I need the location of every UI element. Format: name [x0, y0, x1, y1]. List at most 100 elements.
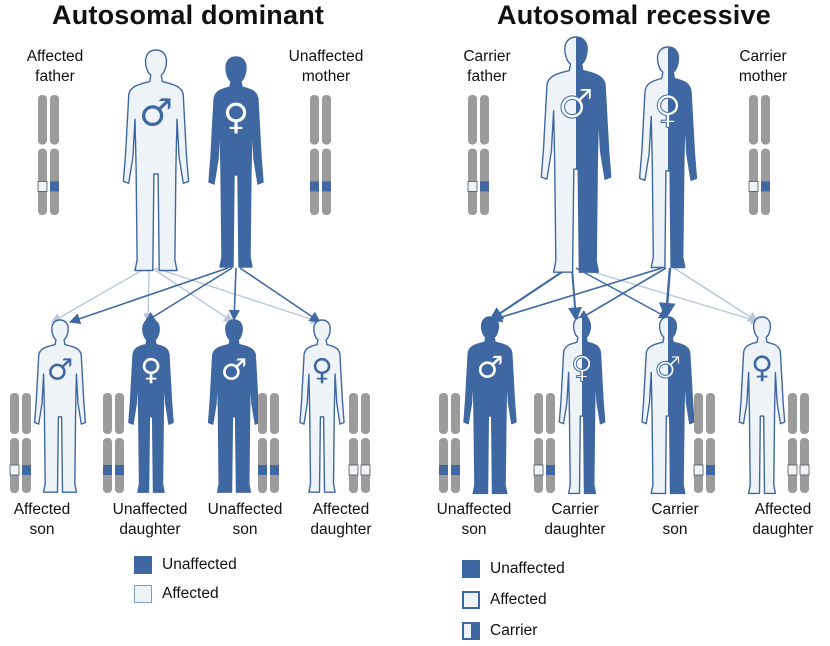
recessive-father-figure: ♂: [540, 36, 612, 273]
female-symbol-icon: ♀: [654, 88, 682, 132]
recessive-title: Autosomal recessive: [497, 0, 771, 30]
gene-marker: [360, 464, 371, 476]
gene-marker: [799, 464, 810, 476]
male-symbol-icon: ♂: [221, 352, 247, 386]
recessive-child-3-figure: ♂: [641, 316, 695, 495]
recessive-father-chromosomes: [467, 95, 489, 215]
gene-marker: [22, 465, 31, 475]
recessive-child-1-chromosomes: [439, 393, 460, 493]
dominant-child-2-figure: ♀: [128, 319, 174, 493]
male-symbol-icon: ♂: [558, 80, 594, 127]
recessive-mother-chromosomes: [748, 95, 770, 215]
carrier-swatch: [462, 622, 480, 640]
dominant-child-4-chromosomes: [348, 393, 371, 493]
gene-marker: [533, 464, 544, 476]
female-symbol-icon: ♀: [223, 97, 249, 138]
unaffected-swatch: [134, 556, 152, 574]
gene-marker: [706, 465, 715, 475]
gene-marker: [451, 465, 460, 475]
inheritance-arrow: [658, 267, 676, 320]
recessive-child-3-chromosomes: [693, 393, 715, 493]
dominant-child-3-figure: ♂: [207, 319, 261, 493]
inheritance-arrow: [239, 267, 321, 323]
recessive-child-4-chromosomes: [787, 393, 810, 493]
inheritance-arrow: [144, 267, 233, 323]
dominant-legend-unaffected: Unaffected: [134, 556, 237, 574]
dominant-father-figure: ♂: [122, 49, 190, 272]
female-symbol-icon: ♀: [140, 352, 162, 386]
recessive-child-4-figure: ♀: [738, 316, 786, 495]
gene-marker: [50, 181, 59, 192]
male-symbol-icon: ♂: [476, 351, 503, 386]
recessive-legend-affected: Affected: [462, 591, 547, 609]
male-symbol-icon: ♂: [47, 352, 73, 386]
dominant-legend-affected: Affected: [134, 585, 219, 603]
unaffected-swatch: [462, 560, 480, 578]
gene-marker: [787, 464, 798, 476]
inheritance-arrow: [68, 267, 229, 325]
gene-marker: [348, 464, 359, 476]
dominant-title: Autosomal dominant: [52, 0, 325, 30]
gene-marker: [115, 465, 124, 475]
dominant-mother-chromosomes: [310, 95, 331, 215]
dominant-child-1-chromosomes: [9, 393, 31, 493]
dominant-child-4-figure: ♀: [299, 319, 345, 493]
inheritance-arrow: [579, 267, 761, 325]
gene-marker: [103, 465, 112, 475]
recessive-legend-carrier: Carrier: [462, 622, 537, 640]
inheritance-arrow: [575, 267, 669, 319]
gene-marker: [258, 465, 267, 475]
inheritance-arrow: [154, 267, 321, 324]
affected-swatch: [134, 585, 152, 603]
recessive-child-2-chromosomes: [533, 393, 555, 493]
recessive-legend-unaffected: Unaffected: [462, 560, 565, 578]
gene-marker: [467, 180, 478, 192]
dominant-father-chromosomes: [37, 95, 59, 215]
recessive-child-2-figure: ♀: [558, 316, 606, 495]
inheritance-arrow: [673, 267, 759, 323]
inheritance-arrow: [568, 267, 583, 322]
inheritance-arrow: [51, 267, 147, 323]
affected-swatch: [462, 591, 480, 609]
gene-marker: [480, 181, 489, 192]
inheritance-arrow: [488, 267, 569, 321]
gene-marker: [748, 180, 759, 192]
gene-marker: [322, 181, 331, 192]
gene-marker: [439, 465, 448, 475]
gene-marker: [270, 465, 279, 475]
gene-marker: [761, 181, 770, 192]
female-symbol-icon: ♀: [311, 352, 333, 386]
inheritance-arrow: [577, 267, 667, 321]
female-symbol-icon: ♀: [571, 351, 593, 386]
female-symbol-icon: ♀: [751, 351, 773, 386]
dominant-child-2-chromosomes: [103, 393, 124, 493]
gene-marker: [693, 464, 704, 476]
gene-marker: [9, 464, 20, 476]
male-symbol-icon: ♂: [139, 91, 173, 135]
dominant-child-1-figure: ♂: [33, 319, 87, 493]
recessive-child-1-figure: ♂: [463, 316, 517, 495]
gene-marker: [37, 180, 48, 192]
dominant-mother-figure: ♀: [208, 56, 264, 268]
inheritance-arrow: [228, 267, 240, 322]
gene-marker: [310, 181, 319, 192]
recessive-mother-figure: ♀: [638, 46, 698, 269]
gene-marker: [546, 465, 555, 475]
male-symbol-icon: ♂: [654, 351, 681, 386]
dominant-child-3-chromosomes: [258, 393, 279, 493]
inheritance-arrow: [151, 267, 234, 323]
inheritance-arrow: [490, 267, 663, 323]
